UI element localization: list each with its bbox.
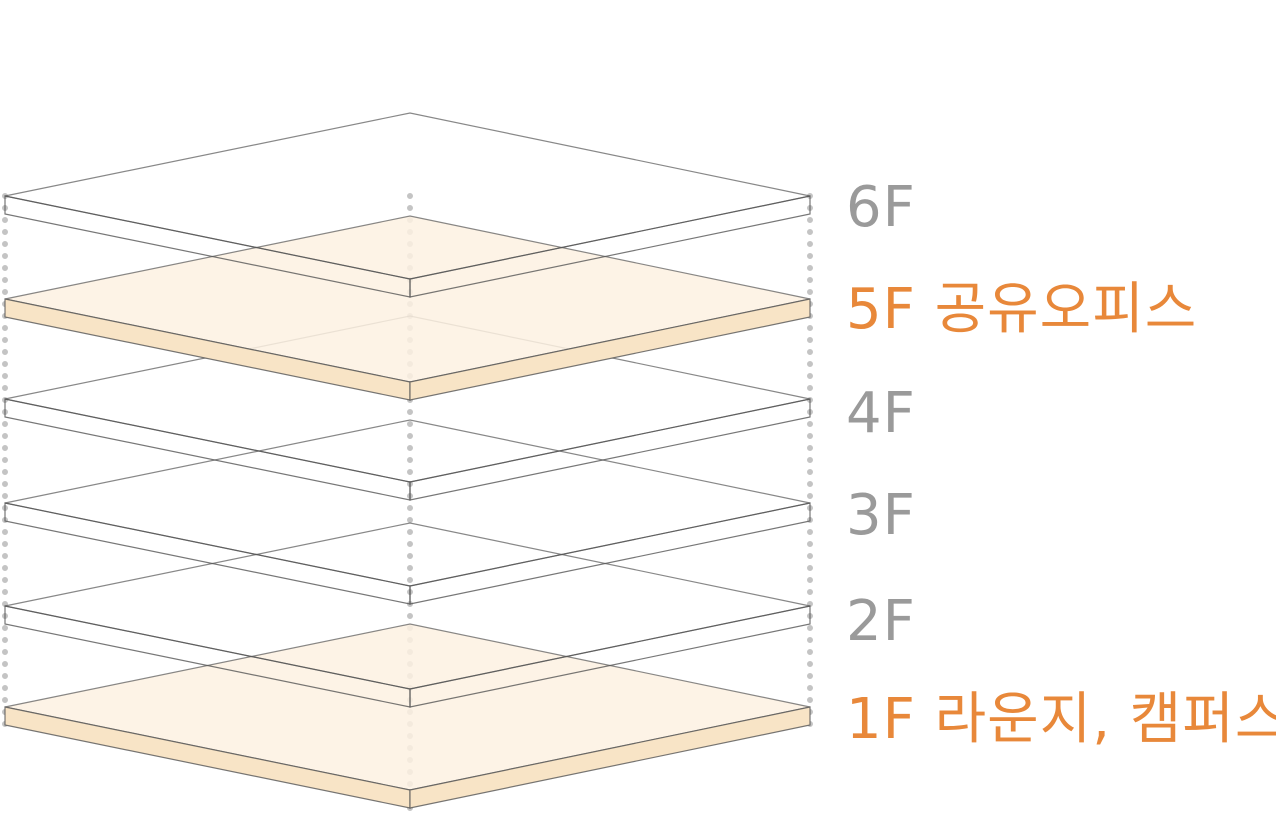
slab-side-right bbox=[409, 502, 811, 605]
slab-top bbox=[4, 112, 811, 280]
floor-label-2: 2F bbox=[846, 589, 916, 654]
floor-label-6: 6F bbox=[846, 175, 916, 240]
slab-side-right bbox=[409, 398, 811, 501]
floor-slab-2 bbox=[4, 522, 811, 708]
floor-slabs bbox=[4, 112, 811, 809]
slab-side-right bbox=[409, 605, 811, 708]
floor-slab-3 bbox=[4, 419, 811, 605]
floor-label-3: 3F bbox=[846, 483, 916, 548]
floor-slab-6 bbox=[4, 112, 811, 298]
slab-side-right bbox=[409, 298, 811, 401]
floor-label-1: 1F 라운지, 캠퍼스 bbox=[846, 687, 1276, 752]
slab-side-right bbox=[409, 706, 811, 809]
slab-side-right bbox=[409, 195, 811, 298]
floor-label-4: 4F bbox=[846, 381, 916, 446]
floor-slab-5 bbox=[4, 215, 811, 401]
floor-label-5: 5F 공유오피스 bbox=[846, 277, 1198, 342]
